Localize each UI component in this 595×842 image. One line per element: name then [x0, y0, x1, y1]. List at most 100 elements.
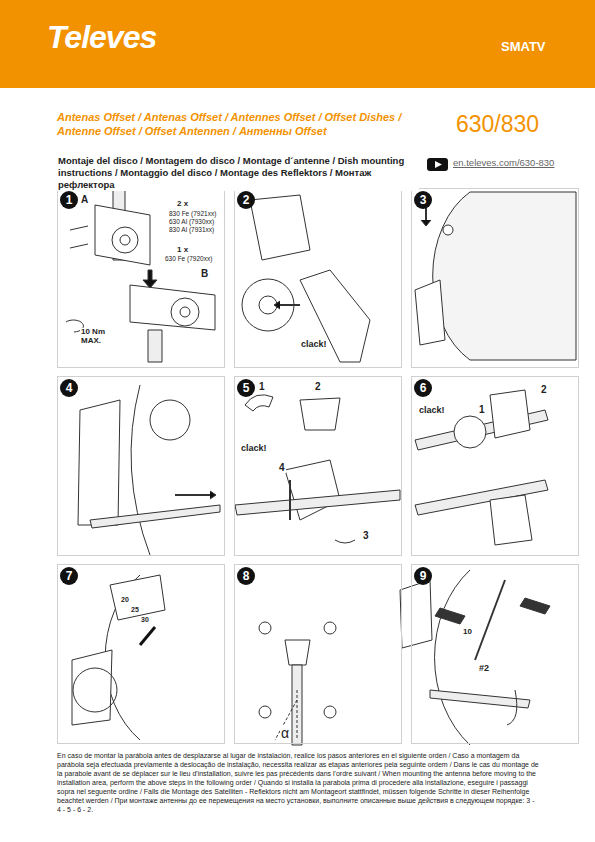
step-5-drawing	[285, 460, 340, 520]
step-number: 3	[414, 191, 432, 209]
step-4-drawing	[131, 385, 150, 555]
step-9-drawing	[435, 608, 465, 624]
video-icon	[435, 161, 442, 168]
label-text: 30	[140, 616, 150, 624]
step-5-drawing	[335, 540, 355, 543]
label-text: clack!	[300, 340, 328, 350]
step-3-drawing	[421, 220, 431, 226]
step-2-drawing	[242, 195, 370, 362]
label-text: 830 Al (7931xx)	[168, 226, 215, 233]
label-text: clack!	[418, 406, 446, 416]
step-4-drawing	[78, 385, 220, 555]
label-text: Montaje del disco / Montagem do disco / …	[57, 155, 419, 191]
step-9-drawing	[475, 580, 505, 660]
step-2-drawing	[250, 195, 310, 260]
step-1-drawing	[95, 205, 150, 265]
label-text: 830 Fe (7921xx)	[168, 210, 217, 217]
label-text: 1 x	[176, 246, 189, 255]
label-text: 630 Al (7930xx)	[168, 218, 215, 225]
step-3-drawing	[425, 208, 427, 222]
label-text: α	[280, 726, 290, 741]
label-text: 2	[540, 384, 548, 395]
label-text: 10 Nm MAX.	[80, 328, 116, 346]
step-4-drawing	[78, 400, 120, 525]
step-9-drawing	[400, 580, 432, 648]
step-8-drawing	[259, 706, 271, 718]
step-1-drawing	[143, 270, 157, 288]
step-number: 4	[60, 379, 78, 397]
step-5-drawing	[245, 395, 273, 411]
step-1-drawing	[148, 330, 162, 362]
label-text: #2	[478, 664, 490, 674]
step-number: 6	[414, 379, 432, 397]
step-number: 9	[414, 567, 432, 585]
label-text: 4	[278, 462, 286, 473]
header-band	[0, 0, 595, 88]
step-number: 2	[237, 191, 255, 209]
step-4-drawing	[210, 491, 216, 499]
step-9-drawing	[400, 570, 550, 745]
step-panel: 9	[411, 564, 579, 744]
label-text: 20	[120, 596, 130, 604]
step-number: 8	[237, 567, 255, 585]
label-text: 630/830	[455, 112, 540, 137]
step-1-drawing	[130, 285, 215, 330]
illustration	[66, 190, 576, 745]
step-4-drawing	[90, 505, 220, 528]
step-6-drawing	[454, 416, 486, 448]
label-text: 3	[362, 530, 370, 541]
step-2-drawing	[274, 301, 280, 309]
step-7-drawing	[72, 650, 112, 725]
step-1-drawing	[112, 227, 138, 253]
step-5-drawing	[235, 490, 400, 515]
step-9-drawing	[430, 690, 530, 708]
step-8-drawing	[285, 640, 310, 665]
step-number: 7	[60, 567, 78, 585]
label-text: 1	[478, 404, 486, 415]
step-6-drawing	[490, 390, 530, 438]
step-9-drawing	[507, 690, 517, 725]
step-2-drawing	[300, 270, 370, 362]
label-text: clack!	[240, 444, 268, 454]
step-panel: 4	[57, 376, 225, 556]
step-1-drawing	[120, 235, 130, 245]
step-5-drawing	[289, 480, 291, 520]
step-6-drawing	[415, 390, 548, 545]
step-panel: 3	[411, 188, 579, 368]
step-6-drawing	[415, 480, 548, 515]
label-text: en.televes.com/630-830	[452, 158, 555, 168]
video-icon	[427, 158, 448, 171]
step-panel: 5	[234, 376, 402, 556]
step-8-drawing	[259, 622, 336, 745]
step-panel: 6	[411, 376, 579, 556]
step-3-drawing	[443, 225, 453, 235]
step-1-drawing	[180, 307, 190, 317]
step-1-drawing	[70, 226, 88, 248]
label-text: 2	[314, 381, 322, 392]
label-text: A	[80, 194, 89, 205]
label-text: 630 Fe (7920xx)	[164, 255, 213, 262]
step-4-drawing	[150, 400, 190, 440]
step-7-drawing	[110, 575, 165, 620]
step-panel: 8	[234, 564, 402, 744]
step-2-drawing	[278, 304, 300, 306]
step-4-drawing	[175, 494, 210, 496]
step-6-drawing	[490, 495, 532, 545]
step-5-drawing	[235, 395, 400, 543]
step-9-drawing	[520, 598, 550, 614]
footer-note: En caso de montar la parábola antes de d…	[57, 752, 539, 815]
step-3-drawing	[415, 192, 576, 360]
step-5-drawing	[300, 398, 340, 430]
step-1-drawing	[171, 298, 199, 326]
step-number: 1	[60, 191, 78, 209]
label-text: 2 x	[176, 200, 189, 209]
label-text: B	[200, 268, 209, 279]
brand-logo: Televes	[46, 20, 157, 55]
step-7-drawing	[140, 627, 155, 645]
label-text: 25	[130, 606, 140, 614]
step-9-drawing	[435, 570, 470, 745]
step-number: 5	[237, 379, 255, 397]
label-text: 10	[462, 628, 473, 637]
step-8-drawing	[259, 622, 271, 634]
step-8-drawing	[324, 706, 336, 718]
